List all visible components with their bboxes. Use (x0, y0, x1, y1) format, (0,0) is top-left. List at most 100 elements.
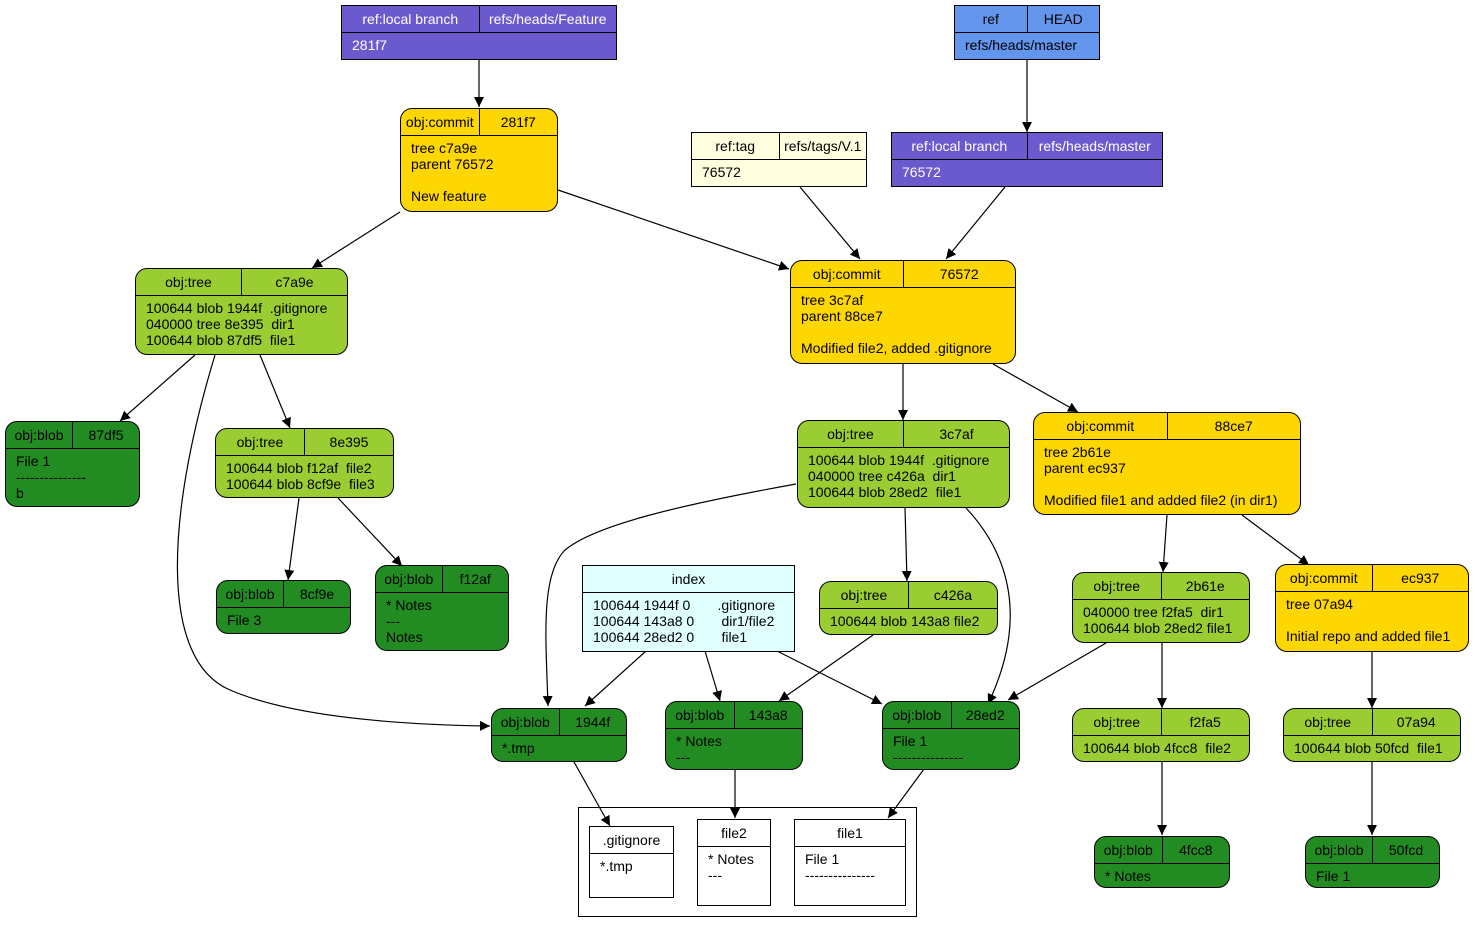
node-kind: obj:blob (1103, 842, 1153, 858)
node-content: 100644 blob 1944f .gitignore 040000 tree… (808, 452, 990, 500)
node-id: f2fa5 (1160, 709, 1250, 735)
node-id: 28ed2 (950, 702, 1020, 728)
node-content: *.tmp (600, 858, 633, 874)
node-id: 8e395 (304, 429, 393, 455)
node-kind: ref:tag (715, 138, 756, 154)
node-content: File 1 (1316, 868, 1351, 884)
node-content: 040000 tree f2fa5 dir1 100644 blob 28ed2… (1083, 604, 1233, 636)
node-id: 50fcd (1372, 837, 1439, 863)
node-commit-ec937: obj:commit ec937 tree 07a94 Initial repo … (1275, 564, 1469, 652)
node-content: tree 07a94 Initial repo and added file1 (1286, 596, 1451, 644)
node-content: 100644 blob 1944f .gitignore 040000 tree… (146, 300, 328, 348)
node-kind: obj:commit (1066, 418, 1135, 434)
node-tree-07a94: obj:tree 07a94 100644 blob 50fcd file1 (1283, 708, 1461, 762)
node-id: refs/tags/V.1 (778, 133, 867, 159)
node-content: * Notes --- Notes (386, 597, 432, 645)
node-kind: obj:tree (165, 274, 212, 290)
node-kind: ref:local branch (911, 138, 1008, 154)
node-kind: obj:blob (225, 586, 275, 602)
edge-2b61e-28ed2 (1007, 642, 1107, 701)
node-content: 100644 blob 50fcd file1 (1294, 740, 1443, 756)
node-id: refs/heads/Feature (478, 6, 617, 32)
node-kind: obj:tree (840, 587, 888, 603)
node-kind: obj:blob (675, 707, 725, 723)
node-content: tree 3c7af parent 88ce7 Modified file2, … (801, 292, 992, 356)
node-kind: obj:blob (1314, 842, 1364, 858)
node-content: *.tmp (502, 740, 535, 756)
node-id: 3c7af (903, 421, 1009, 447)
node-content: File 1 --------------- (805, 851, 875, 883)
node-working-file-file1: file1 File 1 --------------- (794, 819, 906, 906)
edge-index-28ed2 (776, 650, 883, 705)
edge-88ce7-2b61e (1158, 514, 1169, 573)
node-id: 281f7 (478, 109, 558, 135)
edge-281f7-76572 (557, 189, 790, 271)
node-id: 88ce7 (1166, 413, 1301, 439)
node-id: 1944f (558, 709, 627, 735)
edge-3c7af-28ed2 (965, 507, 1011, 705)
node-id: 8cf9e (283, 581, 350, 607)
node-kind: obj:tree (1093, 578, 1141, 594)
node-id: c7a9e (241, 269, 347, 295)
node-index: index 100644 1944f 0 .gitignore 100644 1… (582, 565, 795, 652)
node-content: 100644 1944f 0 .gitignore 100644 143a8 0… (593, 597, 776, 645)
edge-1944f-gitignore (573, 761, 611, 827)
node-tree-8e395: obj:tree 8e395 100644 blob f12af file2 10… (215, 428, 394, 498)
edge-3c7af-c426a (901, 507, 912, 582)
working-directory-frame (578, 807, 917, 917)
node-content: 100644 blob 4fcc8 file2 (1083, 740, 1231, 756)
node-kind: obj:tree (1093, 714, 1141, 730)
node-content: * Notes (1105, 868, 1151, 884)
node-content: File 1 --------------- b (16, 453, 86, 501)
node-kind: obj:blob (384, 571, 434, 587)
node-content: * Notes --- (708, 851, 754, 883)
node-id: 143a8 (733, 702, 803, 728)
node-kind: obj:commit (1289, 570, 1358, 586)
edge-88ce7-ec937 (1241, 514, 1310, 566)
node-blob-28ed2: obj:blob 28ed2 File 1 --------------- (882, 701, 1020, 770)
node-content: 100644 blob f12af file2 100644 blob 8cf9… (226, 460, 375, 492)
node-content: 76572 (702, 164, 741, 180)
node-kind: obj:tree (1304, 714, 1352, 730)
edge-index-1944f (584, 650, 647, 707)
node-content: File 1 --------------- (893, 733, 963, 765)
edge-281f7-c7a9e (311, 211, 401, 269)
edge-c7a9e-1944f (176, 354, 491, 731)
node-kind: obj:tree (236, 434, 284, 450)
edge-c7a9e-87df5 (119, 354, 196, 422)
node-kind: obj:commit (405, 114, 474, 130)
node-id: c426a (908, 582, 997, 608)
edge-c7a9e-8e395 (259, 354, 291, 429)
node-id: refs/heads/master (1026, 133, 1163, 159)
edge-28ed2-file1 (887, 768, 925, 819)
node-title: index (671, 571, 706, 587)
edge-8e395-8cf9e (284, 497, 300, 581)
node-content: 281f7 (352, 37, 388, 53)
node-tree-c7a9e: obj:tree c7a9e 100644 blob 1944f .gitigno… (135, 268, 348, 355)
edge-index-143a8 (704, 650, 722, 702)
node-id: 76572 (902, 261, 1016, 287)
edge-c426a-143a8 (778, 634, 874, 702)
edge-76572-88ce7 (992, 363, 1079, 413)
node-working-file-file2: file2 * Notes --- (697, 819, 771, 906)
node-kind: obj:blob (14, 427, 64, 443)
node-content: tree c7a9e parent 76572 New feature (411, 140, 494, 204)
node-id: ec937 (1371, 565, 1469, 591)
node-kind: obj:blob (500, 714, 550, 730)
node-id: 2b61e (1160, 573, 1250, 599)
edge-8e395-f12af (337, 497, 403, 567)
node-kind: obj:blob (892, 707, 942, 723)
node-ref-tag: ref:tag refs/tags/V.1 76572 (691, 132, 867, 187)
node-kind: obj:commit (812, 266, 881, 282)
node-id: 07a94 (1371, 709, 1461, 735)
node-commit-76572: obj:commit 76572 tree 3c7af parent 88ce7 … (790, 260, 1016, 364)
